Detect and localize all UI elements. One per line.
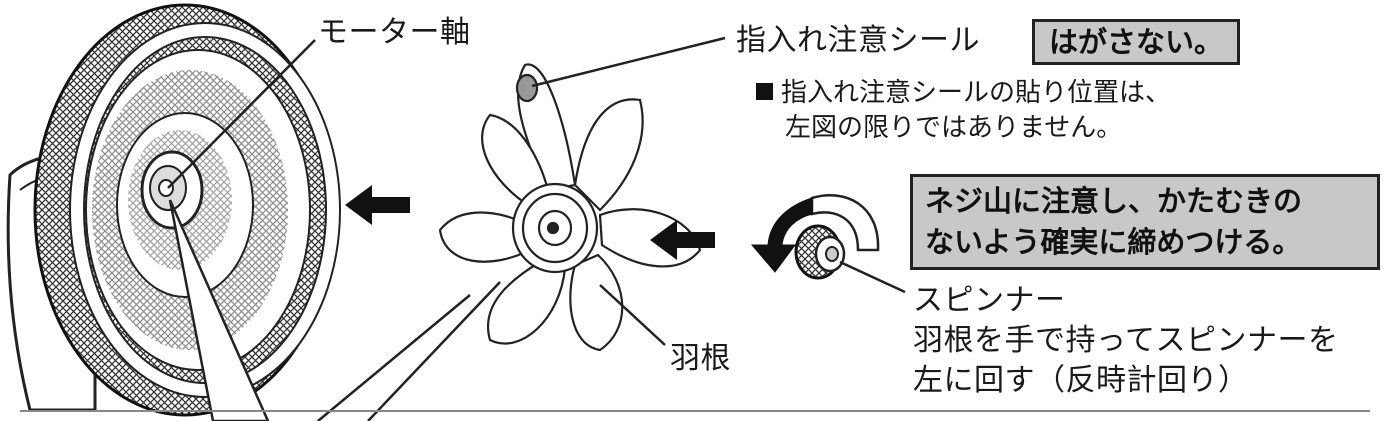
seal-position-line-2: 左図の限りではありません。 (785, 111, 1122, 145)
thread-warning-line-1: ネジ山に注意し、かたむきの (925, 181, 1365, 222)
motor-shaft-label: モーター軸 (318, 14, 471, 52)
blade-label: 羽根 (670, 340, 731, 378)
spinner-instruction-line-1: 羽根を手で持ってスピンナーを (913, 322, 1339, 360)
do-not-peel-text: はがさない。 (1049, 24, 1223, 60)
seal-position-line-1: 指入れ注意シールの貼り位置は、 (781, 78, 1171, 108)
left-arrow-icon (345, 185, 410, 225)
caution-seal-leader (532, 38, 725, 86)
spinner-leader (840, 262, 905, 292)
do-not-peel-callout: はがさない。 (1032, 19, 1240, 65)
thread-warning-line-2: ないよう確実に締めつける。 (925, 222, 1365, 263)
spinner-label: スピンナー (913, 282, 1066, 320)
seal-position-note: 指入れ注意シールの貼り位置は、 (756, 76, 1171, 110)
caution-seal-label: 指入れ注意シール (736, 22, 980, 60)
spinner-instruction-line-2: 左に回す（反時計回り） (913, 362, 1249, 400)
fan-blade-illustration (440, 64, 700, 350)
thread-warning-callout: ネジ山に注意し、かたむきの ないよう確実に締めつける。 (910, 174, 1380, 270)
black-square-bullet-icon (756, 83, 773, 100)
spinner-cap-illustration (796, 226, 844, 278)
